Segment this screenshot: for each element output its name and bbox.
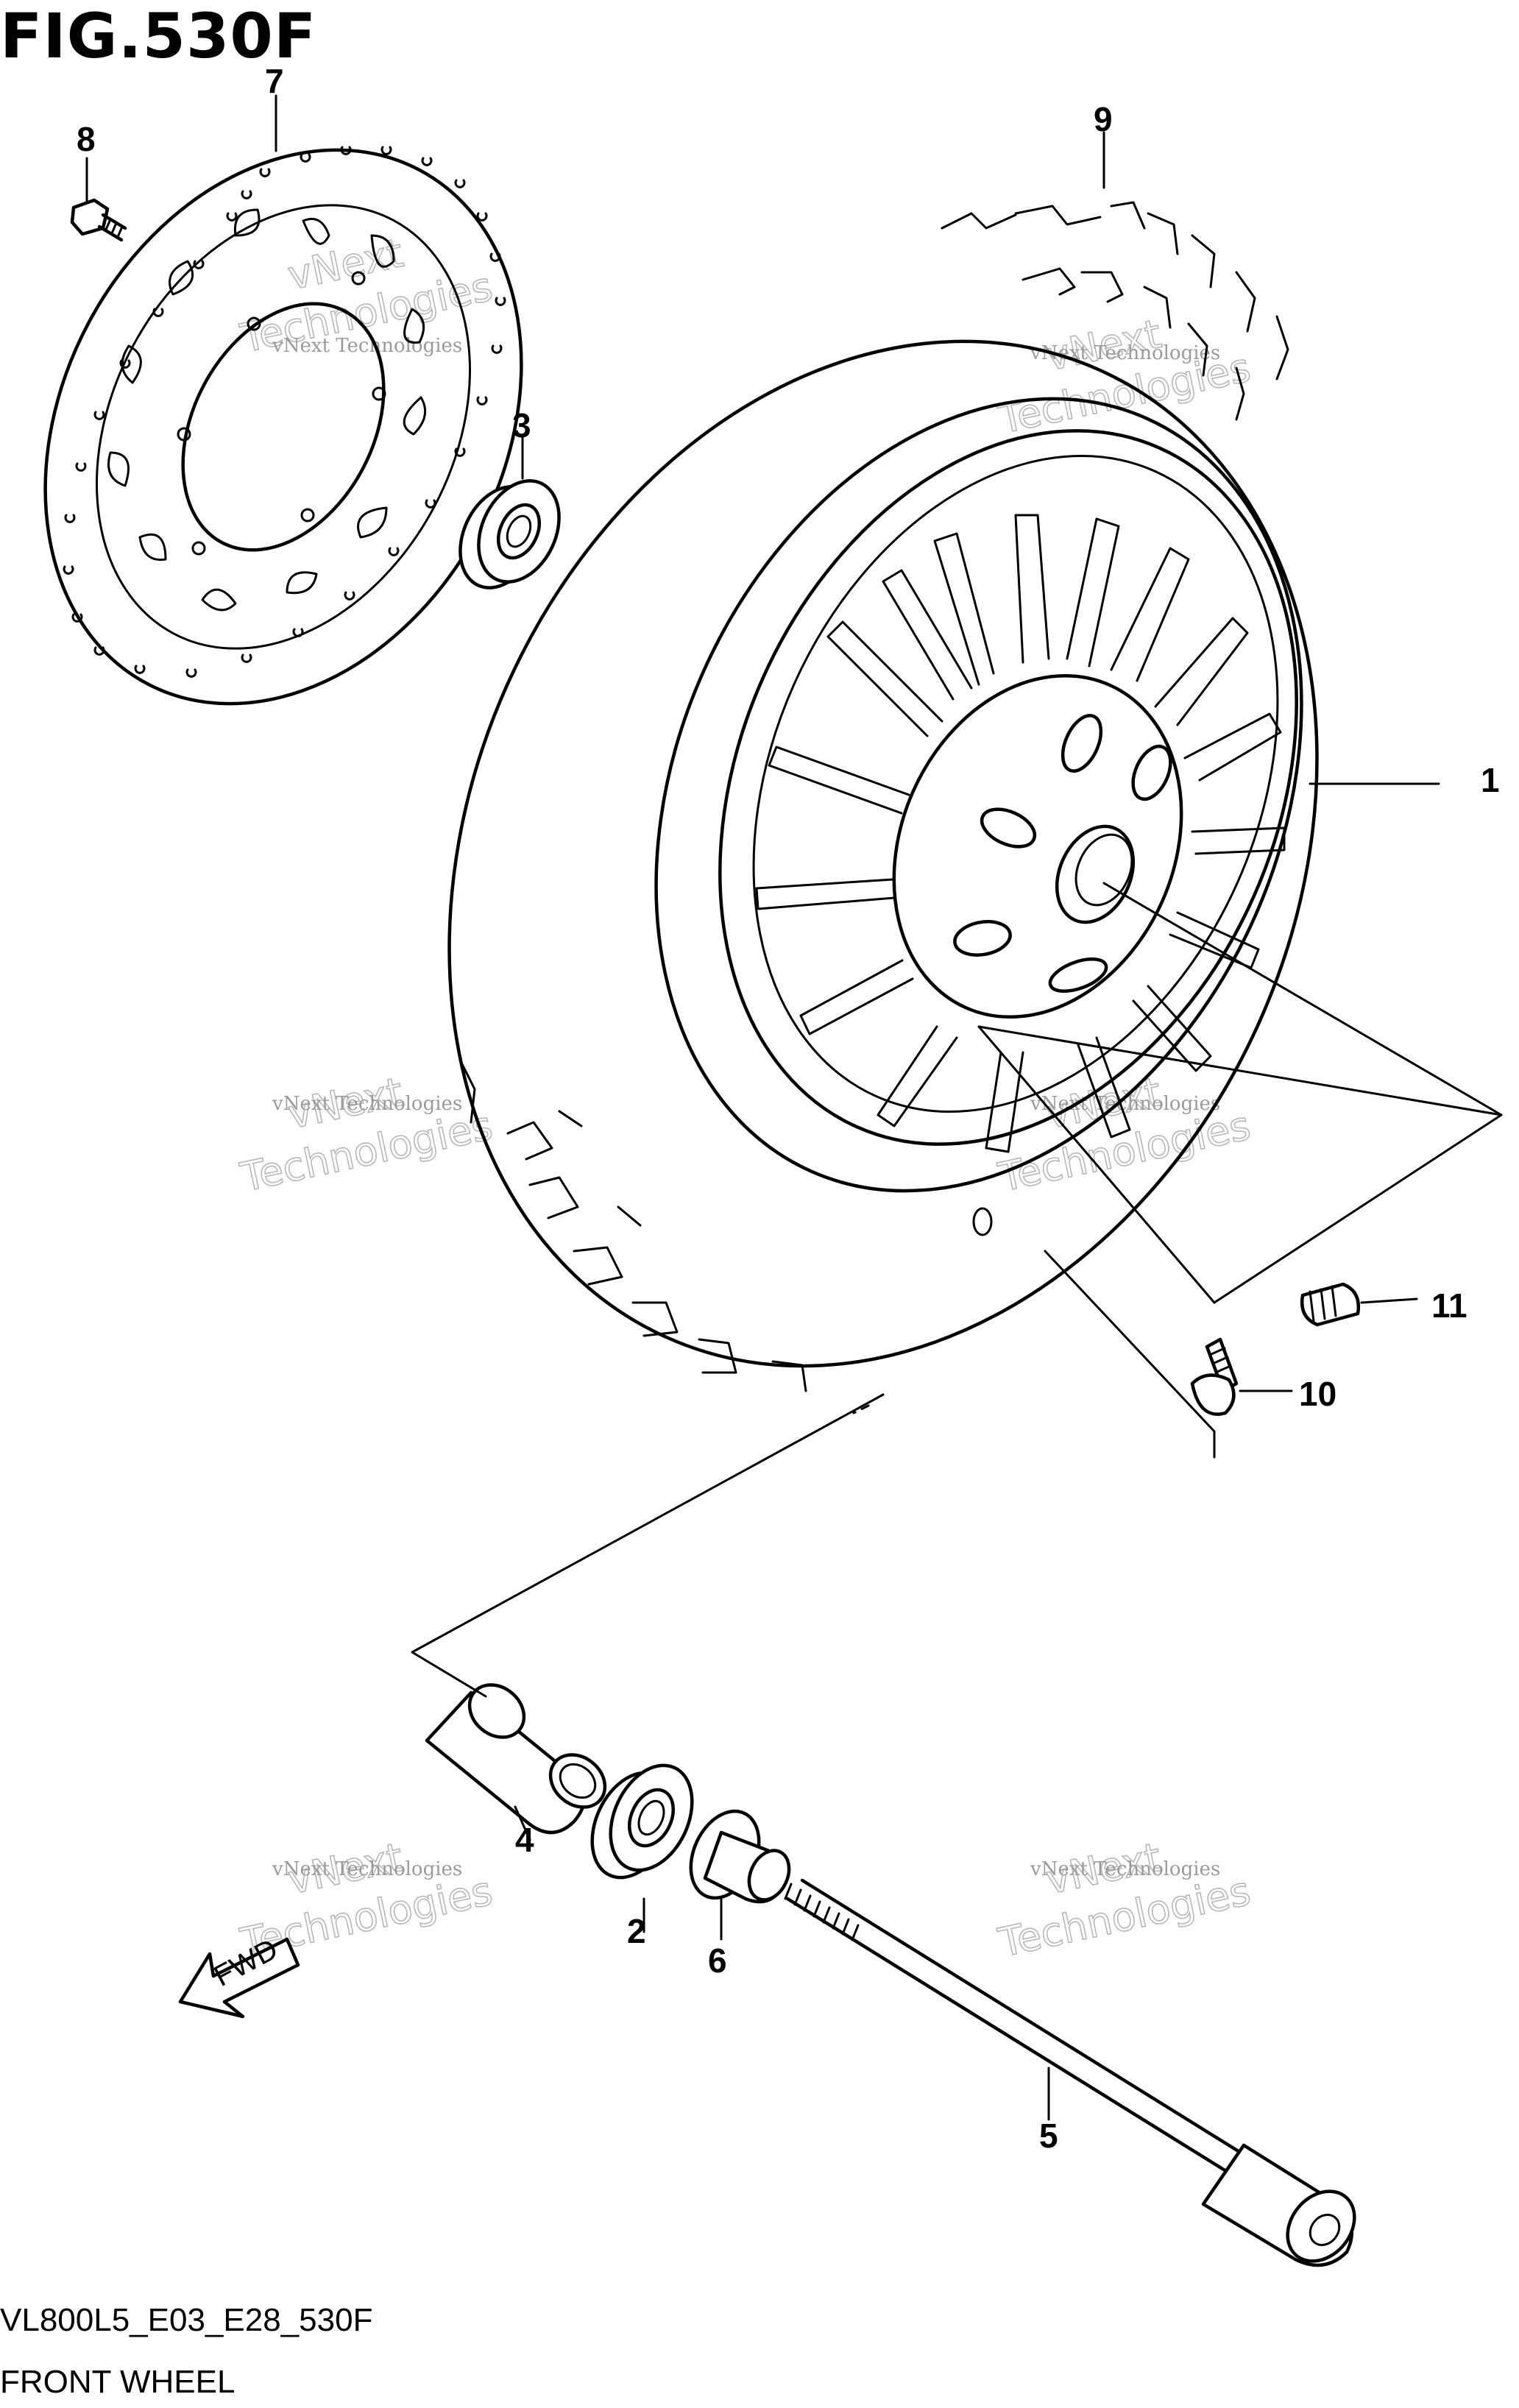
callout-4: 4	[515, 1821, 534, 1859]
model-code: VL800L5_E03_E28_530F	[0, 2302, 373, 2338]
disc-bolt	[70, 198, 127, 242]
fwd-direction-arrow: FWD	[178, 1933, 300, 2019]
disc-slots	[107, 208, 427, 612]
callout-10: 10	[1299, 1375, 1336, 1413]
callout-7: 7	[265, 62, 284, 100]
watermark-top-right: vNext Technologies	[994, 310, 1255, 443]
front-tire	[447, 201, 1319, 1392]
tire-tread-bottom	[458, 1058, 807, 1392]
tire-valve	[1190, 1337, 1239, 1416]
disc-bolt-holes	[177, 271, 386, 556]
callout-6: 6	[708, 1941, 727, 1980]
wheel-collar	[689, 1809, 791, 1904]
watermark-text-low-right: vNext Technologies	[1030, 1858, 1220, 1880]
front-axle	[784, 1878, 1356, 2267]
watermark-text-top-right: vNext Technologies	[1030, 342, 1220, 364]
callout-8: 8	[77, 120, 96, 158]
tire-tread-top	[941, 201, 1289, 421]
callout-labels: 1 2 3 4 5 6 7 8 9 10 11	[77, 62, 1500, 2155]
callout-11: 11	[1431, 1286, 1467, 1325]
watermark-text-top-left: vNext Technologies	[272, 335, 462, 357]
watermark-mid-left: vNext Technologies	[236, 1068, 497, 1201]
callout-2: 2	[627, 1912, 646, 1950]
hub-bolt-holes	[953, 714, 1172, 994]
callout-1: 1	[1481, 761, 1500, 799]
valve-hole	[972, 1207, 993, 1236]
cast-wheel	[718, 429, 1298, 1236]
spacer-tube	[425, 1683, 607, 1835]
callout-9: 9	[1094, 100, 1113, 138]
watermark-low-right: vNext Technologies	[994, 1833, 1255, 1966]
wheel-spokes	[755, 514, 1286, 1153]
construction-lines	[411, 882, 1503, 1698]
valve-cap	[1300, 1282, 1361, 1327]
wheel-bearing-right	[590, 1763, 694, 1880]
leader-lines	[85, 94, 1440, 2121]
callout-3: 3	[512, 406, 531, 445]
wheel-bearing-left	[458, 479, 561, 589]
callout-5: 5	[1039, 2117, 1058, 2155]
disc-perforations	[63, 146, 506, 678]
figure-title: FIG.530F	[0, 0, 317, 72]
watermark-text-mid-left: vNext Technologies	[272, 1093, 462, 1115]
section-name: FRONT WHEEL	[0, 2364, 236, 2400]
watermark-text-low-left: vNext Technologies	[272, 1858, 462, 1880]
